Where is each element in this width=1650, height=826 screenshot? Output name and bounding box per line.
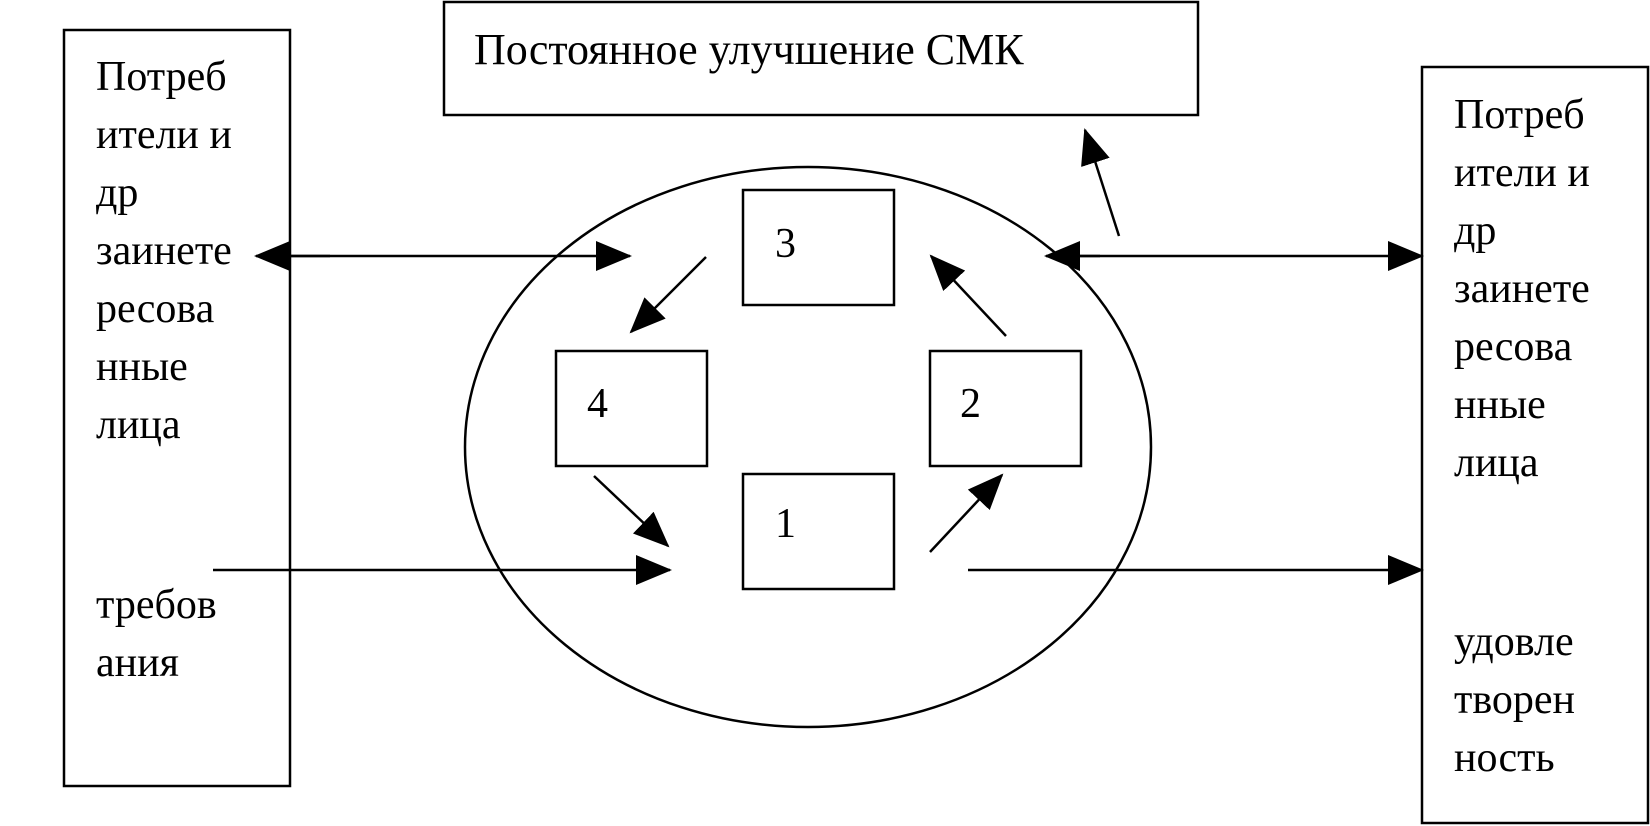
right-box-line: Потреб: [1454, 92, 1585, 138]
left-box-line: заинете: [96, 228, 232, 274]
arrow-to-continual-improvement: [1081, 128, 1121, 237]
right-customers-box: Потреб ители и др заинете ресова нные ли…: [1420, 65, 1650, 825]
arrow-3-to-4: [629, 256, 707, 334]
continual-improvement-box: Постоянное улучшение СМК: [442, 0, 1200, 117]
satisfaction-label-line: ность: [1454, 735, 1555, 781]
left-box-line: ители и: [96, 112, 232, 158]
satisfaction-label-line: творен: [1454, 677, 1575, 723]
left-box-line: нные: [96, 344, 188, 390]
process-box-1-label: 1: [775, 501, 796, 547]
requirements-label-line: ания: [96, 640, 179, 686]
qms-ellipse: [463, 165, 1153, 729]
arrow-2-to-3: [929, 254, 1007, 337]
right-box-line: заинете: [1454, 266, 1590, 312]
process-box-4-label: 4: [587, 381, 608, 427]
process-box-4: 4: [554, 349, 709, 468]
arrow-4-to-1: [593, 475, 670, 548]
right-box-line: др: [1454, 208, 1496, 254]
continual-improvement-label: Постоянное улучшение СМК: [474, 25, 1024, 74]
process-box-3-label: 3: [775, 221, 796, 267]
right-box-line: нные: [1454, 382, 1546, 428]
arrow-1-to-2: [929, 473, 1004, 553]
process-box-2-label: 2: [960, 381, 981, 427]
left-box-line: Потреб: [96, 54, 227, 100]
satisfaction-label-line: удовле: [1454, 619, 1574, 665]
process-box-3: 3: [741, 188, 896, 307]
process-box-2: 2: [928, 349, 1083, 468]
left-box-line: лица: [96, 402, 181, 448]
left-customers-box: Потреб ители и др заинете ресова нные ли…: [62, 28, 292, 788]
process-box-1: 1: [741, 472, 896, 591]
right-box-line: ресова: [1454, 324, 1573, 370]
right-box-line: лица: [1454, 440, 1539, 486]
right-box-line: ители и: [1454, 150, 1590, 196]
left-box-line: др: [96, 170, 138, 216]
requirements-label-line: требов: [96, 582, 217, 628]
left-box-line: ресова: [96, 286, 215, 332]
